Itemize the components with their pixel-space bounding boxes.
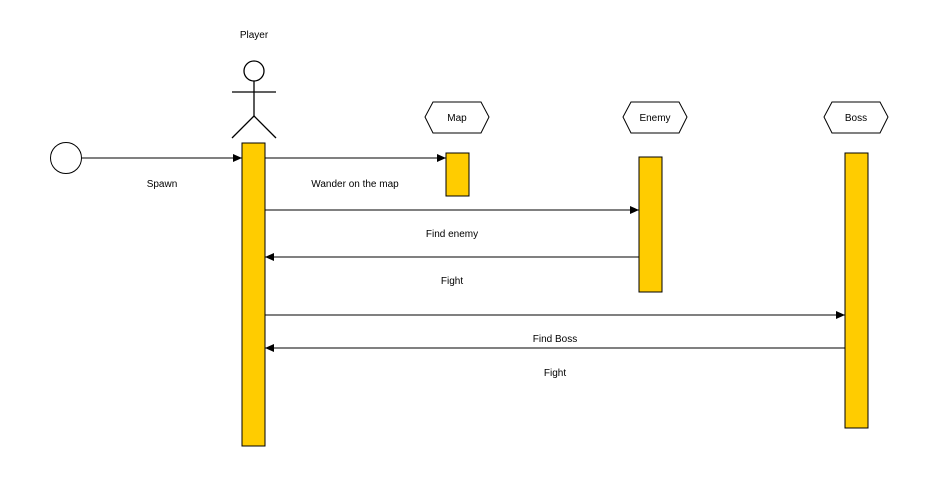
enemy-activation-bar — [638, 156, 663, 293]
enemy-hexagon-icon — [622, 101, 688, 134]
map-hexagon-icon — [424, 101, 490, 134]
boss-hexagon-icon — [823, 101, 889, 134]
map-activation-bar — [445, 152, 470, 197]
fight-enemy-label: Fight — [441, 276, 463, 287]
find-enemy-label: Find enemy — [426, 229, 478, 240]
enemy-label: Enemy — [639, 113, 670, 124]
boss-activation-bar — [844, 152, 869, 429]
player-label: Player — [240, 30, 269, 41]
initial-node-icon — [50, 142, 82, 174]
map-label: Map — [447, 113, 467, 124]
enemy-object: Enemy — [622, 101, 688, 134]
boss-object: Boss — [823, 101, 889, 134]
player-actor-icon — [231, 60, 277, 139]
map-object: Map — [424, 101, 490, 134]
find-boss-label: Find Boss — [533, 334, 577, 345]
fight-boss-label: Fight — [544, 368, 566, 379]
spawn-label: Spawn — [147, 179, 178, 190]
boss-label: Boss — [845, 113, 867, 124]
wander-label: Wander on the map — [311, 179, 399, 190]
player-activation-bar — [241, 142, 266, 447]
